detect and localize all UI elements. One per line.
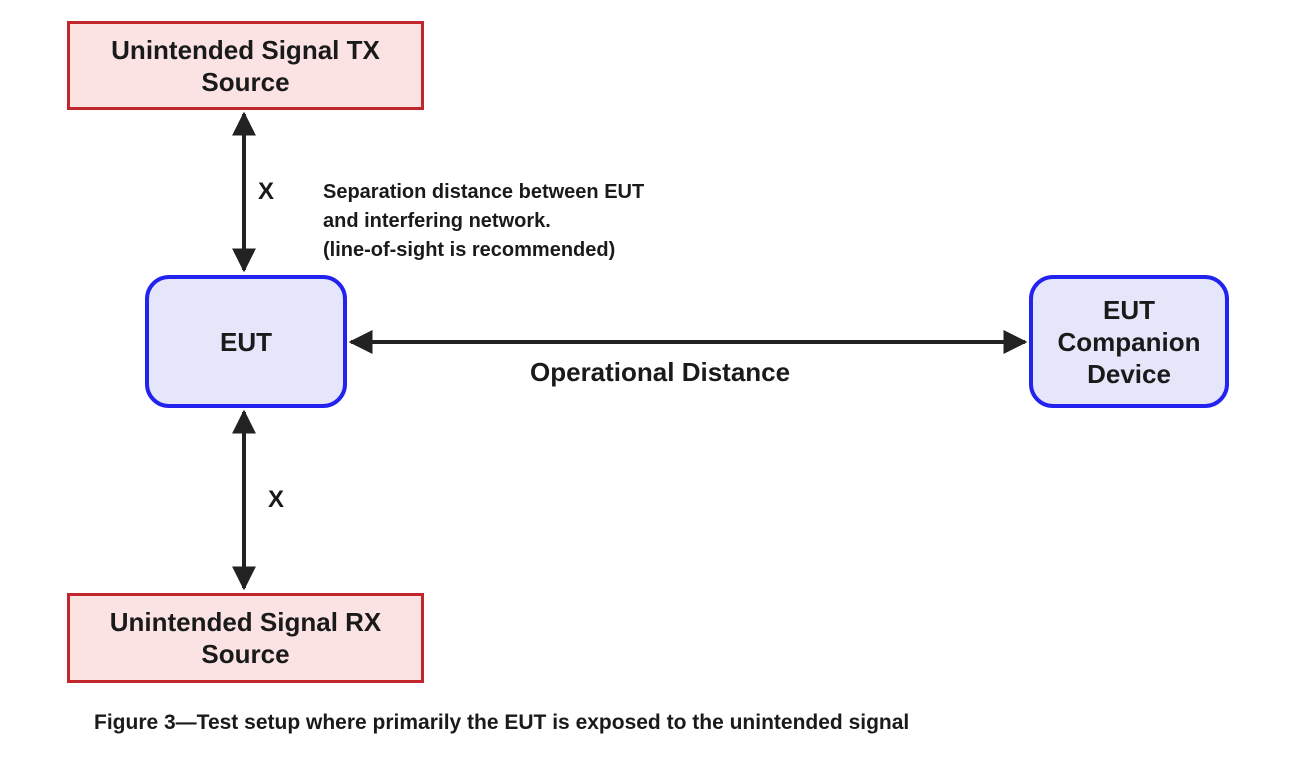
companion-label-line2: Companion [1057,326,1201,357]
eut-box: EUT [145,275,347,408]
edge-label-tx-eut: X [258,178,275,205]
tx-source-label-line1: Unintended Signal TX [111,34,380,65]
annotation-line1: Separation distance between EUT [323,181,645,203]
eut-label: EUT [220,326,272,357]
tx-source-box: Unintended Signal TX Source [67,21,424,110]
companion-label-line1: EUT [1103,294,1155,325]
rx-source-box: Unintended Signal RX Source [67,593,424,683]
edge-label-operational-distance: Operational Distance [530,357,791,387]
figure-caption: Figure 3—Test setup where primarily the … [94,711,910,734]
edge-label-eut-rx: X [268,486,285,513]
rx-source-label-line2: Source [201,639,290,669]
separation-annotation: Separation distance between EUT and inte… [323,178,644,265]
companion-device-box: EUT Companion Device [1029,275,1229,408]
tx-source-label-line2: Source [201,66,290,97]
rx-source-label-line1: Unintended Signal RX [109,607,382,637]
annotation-line2: and interfering network. [323,210,551,232]
companion-label-line3: Device [1087,358,1171,389]
annotation-line3: (line-of-sight is recommended) [323,239,616,261]
